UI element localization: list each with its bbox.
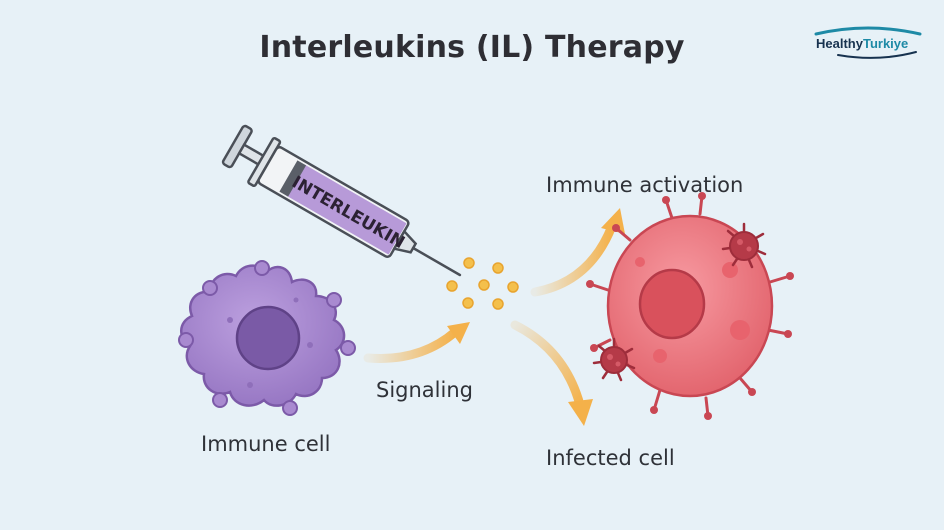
logo-text: HealthyTurkiye [816,36,908,51]
immune-cell-icon [178,260,356,416]
virus-icon-2 [592,337,636,382]
label-immune-cell: Immune cell [201,432,331,456]
logo-text-part1: Healthy [816,36,863,51]
label-immune-activation: Immune activation [546,173,744,197]
label-signaling: Signaling [376,378,473,402]
arrow-icon [363,322,470,363]
infected-arrow-icon [510,320,593,426]
virus-icon [721,222,767,269]
logo-swoosh-icon [814,26,922,59]
cytokine-particles-icon [446,257,519,310]
page-title: Interleukins (IL) Therapy [259,30,685,65]
logo-text-part2: Turkiye [862,36,909,51]
label-infected-cell: Infected cell [546,446,675,470]
infected-cell-icon [586,192,794,420]
brand-logo: HealthyTurkiye [808,24,928,60]
